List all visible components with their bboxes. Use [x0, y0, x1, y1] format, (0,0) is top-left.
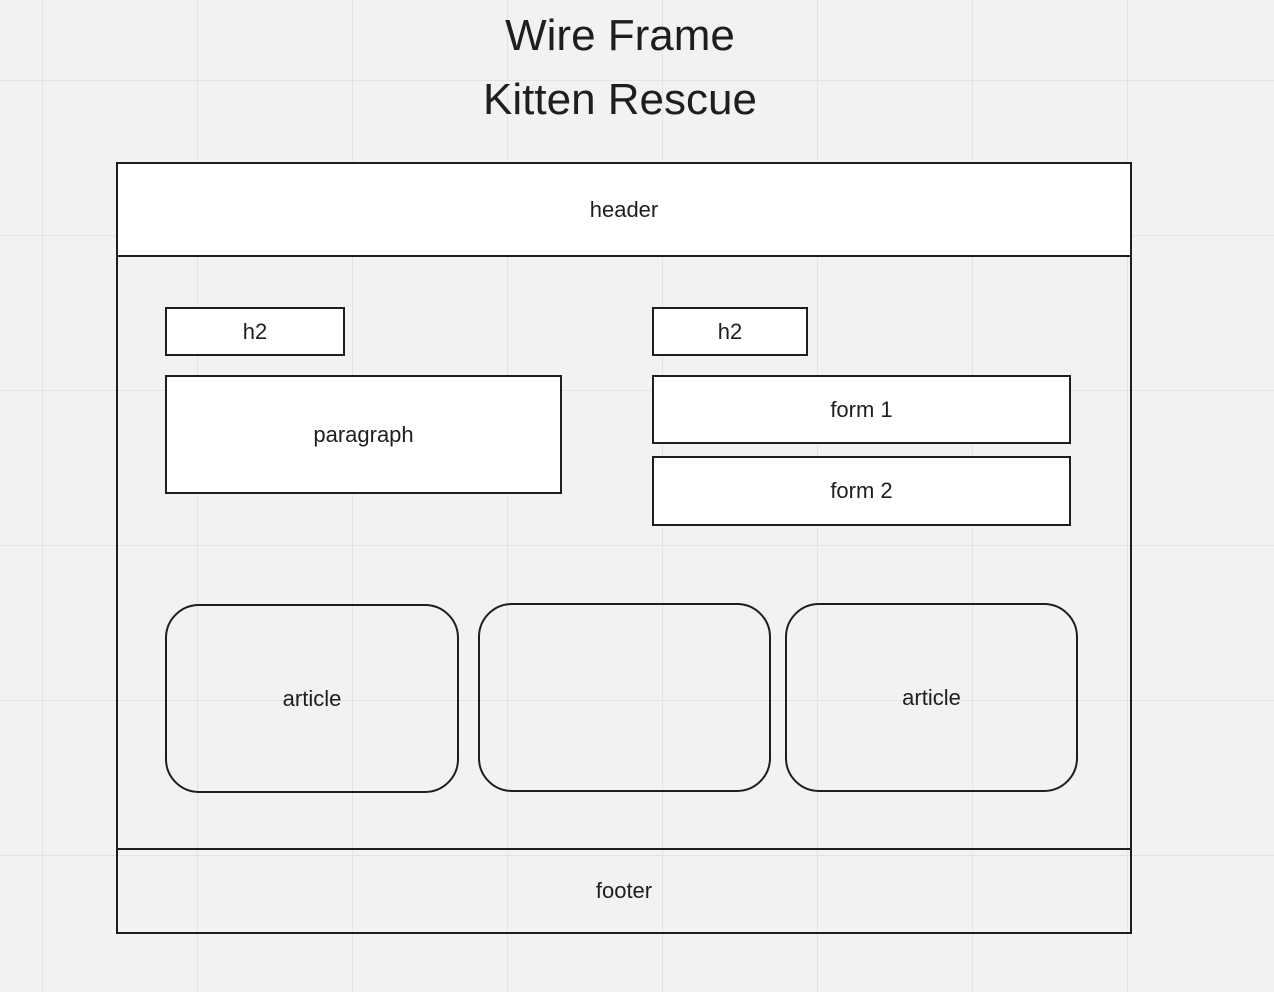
right-h2-box[interactable]: h2 — [652, 307, 808, 356]
form-2-label: form 2 — [830, 478, 893, 503]
article-box-left[interactable]: article — [165, 604, 459, 793]
article-box-middle[interactable] — [478, 603, 771, 792]
form-2-box[interactable]: form 2 — [652, 456, 1071, 526]
paragraph-label: paragraph — [313, 421, 414, 447]
article-left-label: article — [282, 685, 342, 711]
right-h2-label: h2 — [717, 318, 743, 344]
footer-box[interactable]: footer — [116, 848, 1132, 934]
form-1-box[interactable]: form 1 — [652, 375, 1071, 444]
footer-label: footer — [595, 878, 653, 903]
article-box-right[interactable]: article — [785, 603, 1078, 792]
paragraph-box[interactable]: paragraph — [165, 375, 562, 494]
header-box[interactable]: header — [116, 162, 1132, 257]
form-1-label: form 1 — [830, 396, 893, 422]
left-h2-label: h2 — [242, 318, 268, 344]
article-right-label: article — [902, 684, 961, 710]
diagram-title: Wire Frame — [505, 11, 735, 60]
header-label: header — [589, 196, 659, 222]
left-h2-box[interactable]: h2 — [165, 307, 345, 356]
diagram-subtitle: Kitten Rescue — [483, 75, 757, 124]
